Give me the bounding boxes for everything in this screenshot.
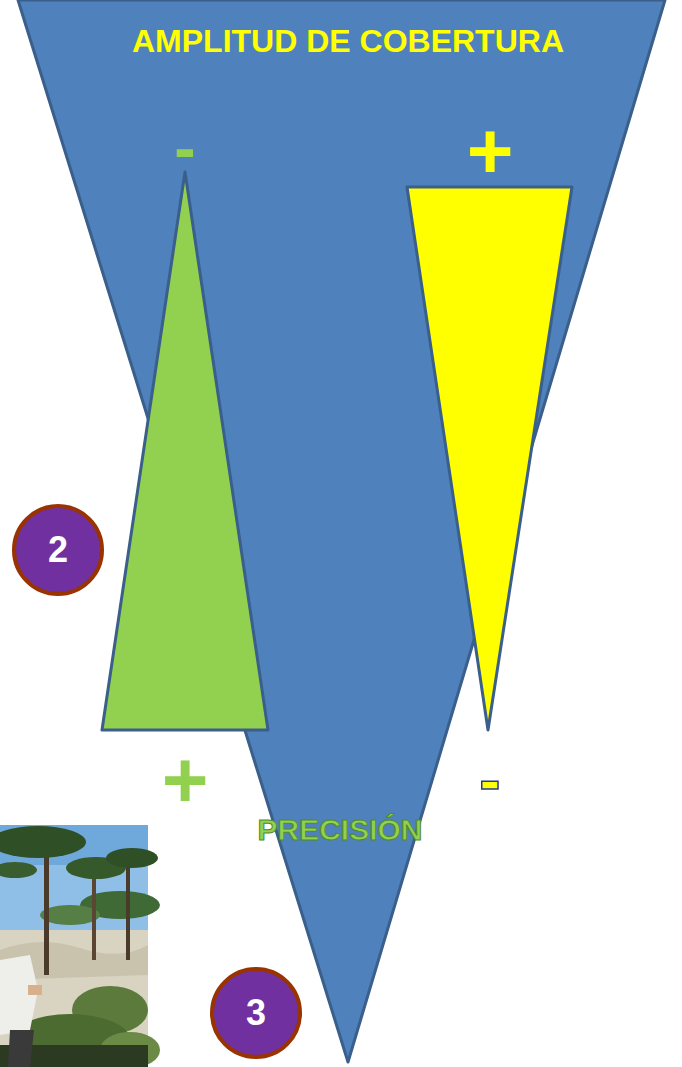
coverage-inverted-triangle: +- <box>400 120 580 810</box>
coverage-inverted-triangle-polygon <box>407 187 572 730</box>
sign-minus: - <box>479 745 500 815</box>
callout-circle: 2 <box>12 504 104 596</box>
title-text: AMPLITUD DE COBERTURA <box>132 16 564 66</box>
precision-triangle-polygon <box>102 172 268 730</box>
callout-number: 2 <box>48 504 68 596</box>
callout-number: 3 <box>246 967 266 1059</box>
precision-triangle: -+ <box>95 125 275 805</box>
coverage-inverted-triangle-outline <box>400 120 580 810</box>
coverage-triangle-polygon <box>18 0 665 1062</box>
precision-triangle-outline <box>95 125 275 805</box>
text-holder: 3 <box>210 967 302 1059</box>
coverage-triangle-outline <box>18 0 665 1064</box>
photo <box>0 825 160 1067</box>
text-holder: 2 <box>12 504 104 596</box>
text-holder: + <box>440 116 540 186</box>
text-holder: - <box>440 745 540 815</box>
text-holder: AMPLITUD DE COBERTURA <box>28 16 668 66</box>
callout-circle: 3 <box>210 967 302 1059</box>
text-holder: - <box>135 113 235 183</box>
sign-plus: + <box>162 740 209 820</box>
text-holder: + <box>135 740 235 820</box>
sign-minus: - <box>174 113 195 183</box>
coverage-triangle: AMPLITUD DE COBERTURAPRECISIÓN-++- <box>18 0 665 1064</box>
precision-text: PRECISIÓN <box>257 808 422 852</box>
text-holder: PRECISIÓN <box>18 808 662 852</box>
sign-plus: + <box>467 116 514 186</box>
